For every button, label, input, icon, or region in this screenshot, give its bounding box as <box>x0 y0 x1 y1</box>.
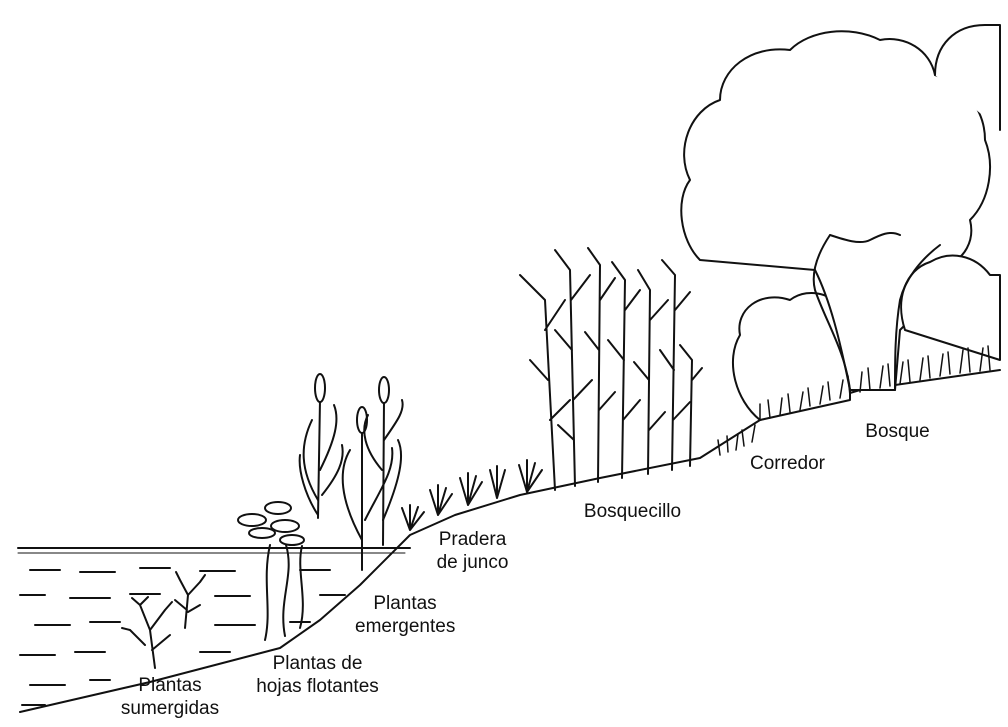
label-corridor: Corredor <box>745 452 830 475</box>
shrub-thicket <box>520 248 702 490</box>
label-submerged-plants: Plantas sumergidas <box>120 674 220 720</box>
label-floating-leaf-plants: Plantas de hojas flotantes <box>245 652 390 698</box>
label-sedge-meadow: Pradera de junco <box>430 528 515 574</box>
label-forest: Bosque <box>860 420 935 443</box>
submerged-plant <box>122 572 205 668</box>
label-emergent-plants: Plantas emergentes <box>355 592 455 638</box>
label-shrub-thicket: Bosquecillo <box>575 500 690 523</box>
emergent-plant <box>300 374 403 570</box>
floating-leaf-plant <box>238 502 304 640</box>
forest-canopy <box>681 25 1000 420</box>
